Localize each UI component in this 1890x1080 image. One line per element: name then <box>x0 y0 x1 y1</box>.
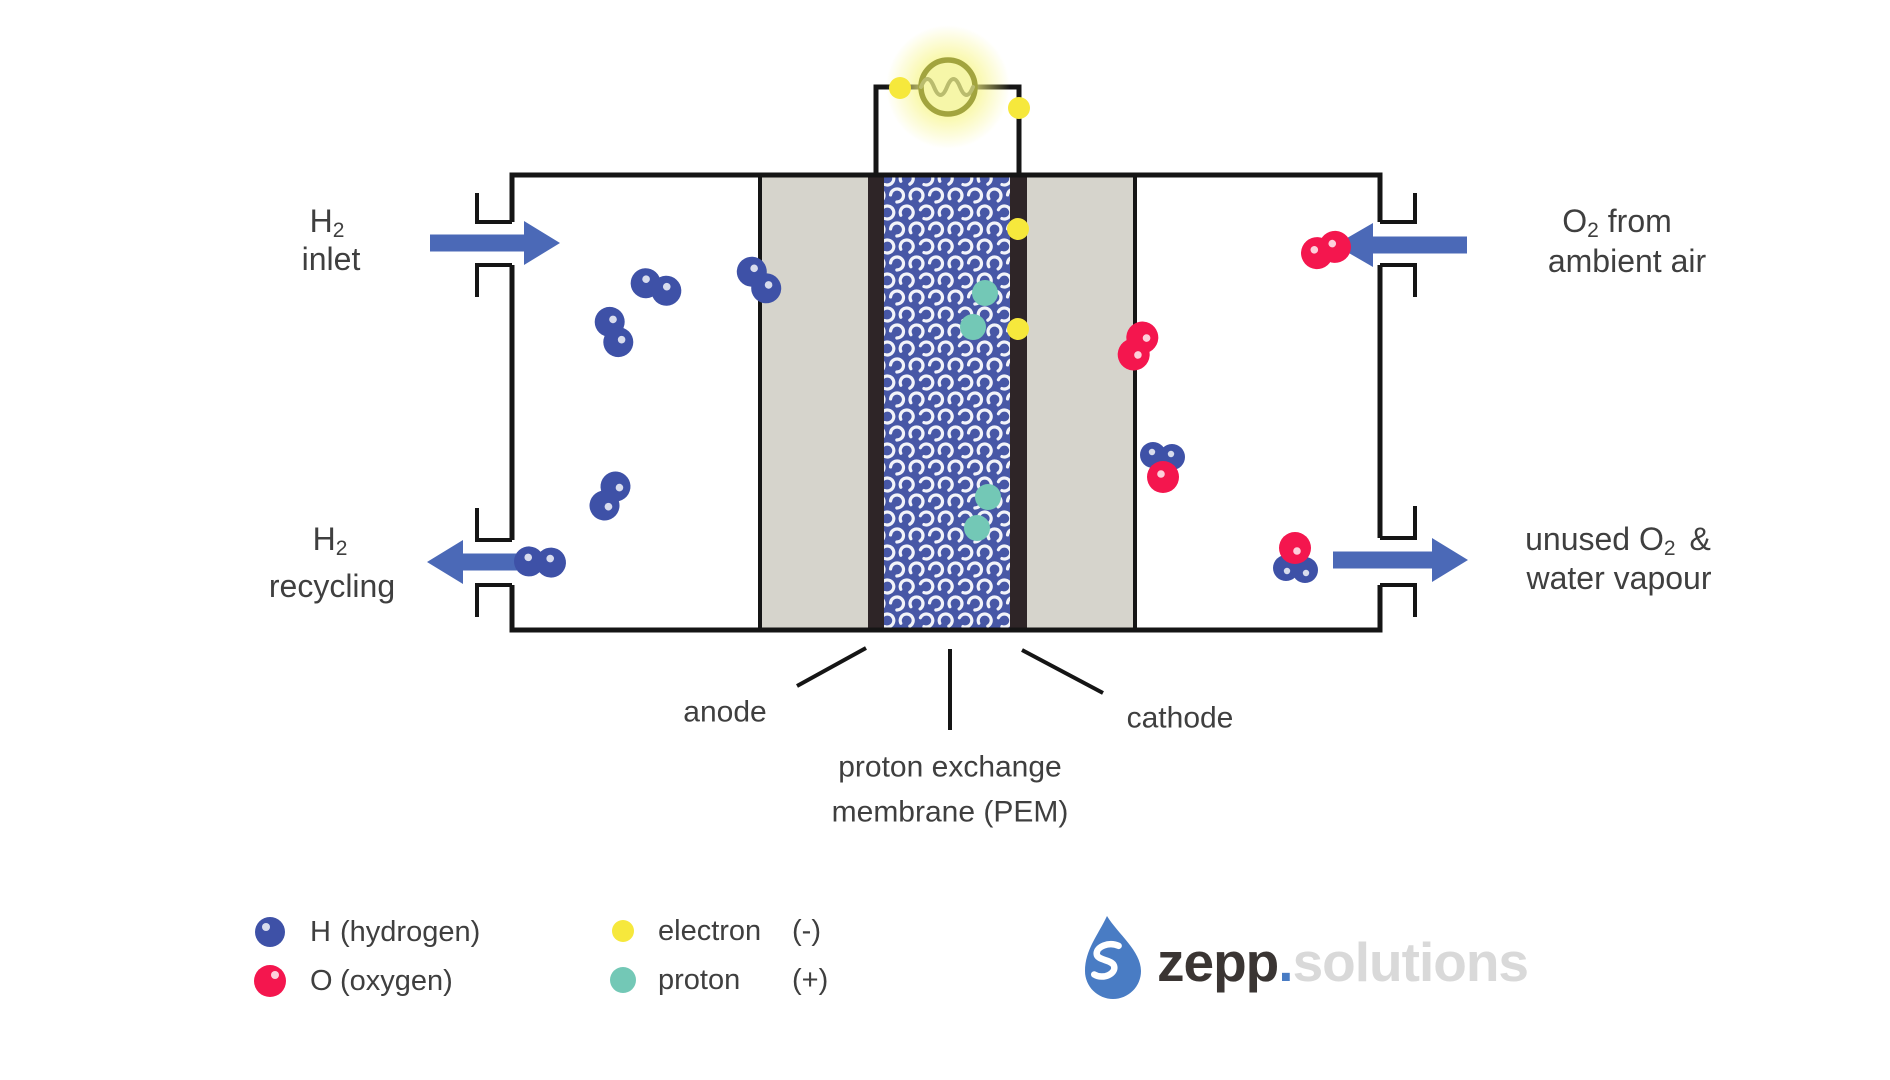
water-molecule <box>1273 532 1318 583</box>
electron-dot <box>889 77 911 99</box>
oxygen-legend-dot <box>254 965 286 997</box>
water-molecule <box>1140 442 1185 493</box>
oxygen-legend-symbol: O <box>310 965 333 997</box>
anode-leader-line <box>796 646 867 688</box>
h2-inlet-label-line1: H2 <box>310 203 345 242</box>
proton-dot <box>960 314 986 340</box>
h2-molecule <box>626 264 686 310</box>
proton-legend-dot <box>610 967 636 993</box>
electron-dot <box>1008 97 1030 119</box>
water-drop-icon <box>1085 916 1141 999</box>
oxygen-legend-name: (oxygen) <box>340 965 453 997</box>
hydrogen-legend-symbol: H <box>310 916 331 948</box>
h2-inlet-arrow <box>430 221 560 265</box>
h2-recycling-arrow <box>427 540 517 584</box>
unused-o2-label-line2: water vapour <box>1526 560 1712 596</box>
proton-dot <box>972 280 998 306</box>
pem-label-line1: proton exchange <box>838 751 1062 784</box>
o2-inlet-arrow <box>1335 223 1467 267</box>
electron-dot <box>1007 218 1029 240</box>
logo-wordmark: zepp.solutions <box>1157 931 1528 993</box>
hydrogen-legend-name: (hydrogen) <box>340 916 480 948</box>
inlet-port-right <box>1380 193 1417 297</box>
proton-dot <box>964 515 990 541</box>
o2-from-label-line2: ambient air <box>1548 243 1707 279</box>
electron-dot <box>1007 318 1029 340</box>
cathode-label: cathode <box>1127 702 1234 735</box>
proton-legend-charge: (+) <box>792 964 828 996</box>
electron-legend-dot <box>612 920 634 942</box>
proton-exchange-membrane <box>884 175 1010 630</box>
proton-dot <box>975 484 1001 510</box>
outlet-port-right <box>1380 506 1417 617</box>
pem-label-line2: membrane (PEM) <box>832 796 1069 829</box>
fuel-cell-outline <box>509 172 1383 633</box>
h2-inlet-label-line2: inlet <box>302 241 361 277</box>
o2-molecule <box>1296 226 1356 274</box>
cathode-bar <box>1010 175 1027 630</box>
h2-recycling-label-line1: H2 <box>313 521 348 560</box>
gas-diffusion-layer-cathode <box>1027 175 1135 630</box>
zepp-solutions-logo: zepp.solutions <box>1085 916 1529 999</box>
anode-bar <box>868 175 884 630</box>
h2-recycling-label-line2: recycling <box>269 568 395 604</box>
h2-molecule <box>513 545 567 579</box>
inlet-port-left <box>475 193 512 297</box>
anode-label: anode <box>683 696 766 729</box>
electron-legend-label: electron <box>658 915 761 947</box>
bulb-filament-wave <box>919 77 975 97</box>
h2-molecule <box>590 302 638 362</box>
h2-molecule <box>584 465 636 527</box>
outlet-port-left <box>475 508 512 617</box>
hydrogen-legend-dot <box>255 917 285 947</box>
logo-swirl <box>1090 940 1122 980</box>
unused-o2-label-line1: unused O2& <box>1525 521 1711 560</box>
legend: H (hydrogen) O (oxygen) electron (-) pro… <box>254 915 828 997</box>
gas-diffusion-layer-anode <box>760 175 868 630</box>
proton-legend-label: proton <box>658 964 740 996</box>
cathode-leader-line <box>1021 648 1104 695</box>
electron-legend-charge: (-) <box>792 915 821 947</box>
exhaust-arrow <box>1333 538 1468 582</box>
